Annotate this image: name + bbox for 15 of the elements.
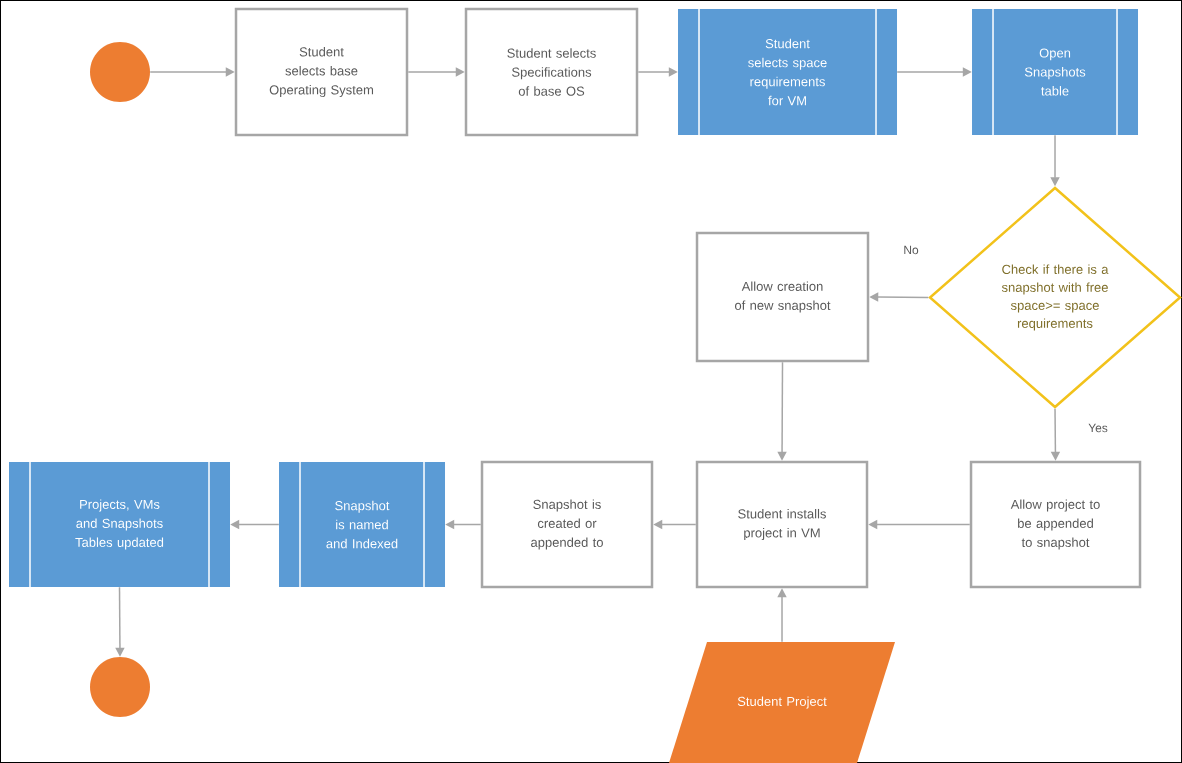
process-box: Allow project to be appended to snapshot	[969, 460, 1142, 589]
process-box: Student installs project in VM	[695, 460, 869, 589]
process-box: Student selects base Operating System	[234, 7, 409, 137]
subprocess-box: Snapshot is named and Indexed	[279, 461, 445, 588]
process-box: Allow creation of new snapshot	[695, 231, 870, 363]
edge-label: Yes	[1087, 422, 1109, 434]
process-box: Student selects Specifications of base OS	[464, 7, 639, 137]
process-box: Snapshot is created or appended to	[480, 460, 654, 589]
input-parallelogram: Student Project	[669, 642, 895, 763]
subprocess-box: Open Snapshots table	[972, 8, 1138, 136]
edge-label: No	[902, 244, 920, 256]
subprocess-box: Projects, VMs and Snapshots Tables updated	[9, 461, 230, 588]
terminal-circle	[90, 42, 150, 102]
terminal-circle	[90, 657, 150, 717]
subprocess-box: Student selects space requirements for VM	[678, 8, 897, 136]
